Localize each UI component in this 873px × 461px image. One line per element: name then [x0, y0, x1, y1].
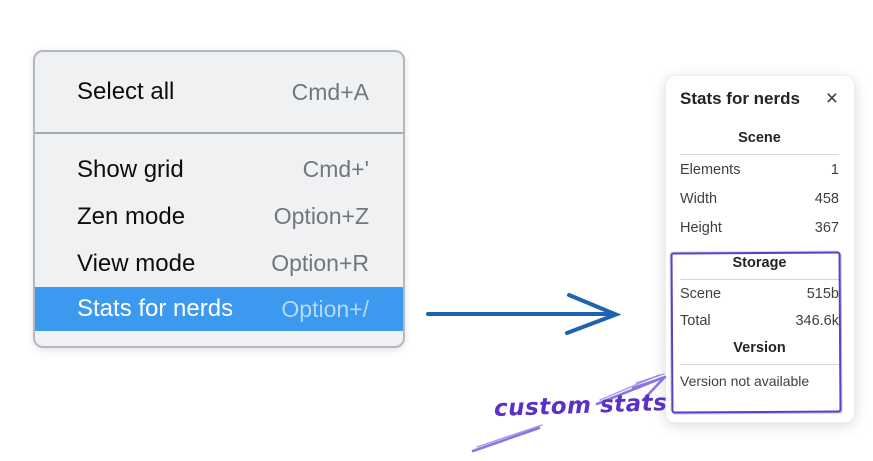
section-header-scene: Scene — [738, 130, 781, 146]
menu-item-label: Select all — [77, 78, 175, 105]
menu-separator — [35, 132, 403, 134]
stat-label: Elements — [680, 161, 741, 178]
section-divider — [680, 279, 839, 280]
close-icon[interactable]: × — [825, 87, 838, 110]
stat-value: 367 — [814, 219, 839, 236]
menu-item-shortcut: Option+/ — [281, 295, 369, 322]
stat-row-storage-total: Total 346.6k — [680, 307, 839, 334]
stat-label: Scene — [680, 285, 722, 302]
menu-item-shortcut: Cmd+A — [291, 78, 369, 105]
stats-panel-title: Stats for nerds — [680, 89, 800, 108]
section-header-version: Version — [733, 340, 786, 356]
context-menu: Select all Cmd+A Show grid Cmd+' Zen mod… — [33, 50, 405, 348]
menu-item-label: View mode — [77, 249, 196, 277]
menu-group: Show grid Cmd+' Zen mode Option+Z View m… — [35, 134, 403, 331]
stat-row-width: Width 458 — [680, 184, 839, 213]
stat-value: 458 — [814, 190, 839, 207]
flow-arrow — [426, 293, 622, 335]
stat-row-elements: Elements 1 — [680, 155, 839, 184]
version-note: Version not available — [680, 373, 810, 389]
custom-stats-arrow — [471, 373, 667, 453]
section-header-storage: Storage — [732, 255, 787, 271]
stats-panel: Stats for nerds × Scene Elements 1 Width… — [665, 75, 855, 423]
stat-label: Height — [680, 219, 722, 236]
stat-value: 346.6k — [795, 312, 839, 329]
menu-item-zen-mode[interactable]: Zen mode Option+Z — [35, 193, 403, 240]
stat-value: 515b — [806, 285, 839, 302]
menu-item-show-grid[interactable]: Show grid Cmd+' — [35, 146, 403, 193]
stats-panel-titlebar: Stats for nerds × — [680, 87, 839, 110]
menu-item-shortcut: Cmd+' — [302, 156, 369, 182]
menu-item-shortcut: Option+Z — [273, 203, 369, 229]
stat-label: Width — [680, 190, 718, 207]
menu-item-view-mode[interactable]: View mode Option+R — [35, 240, 403, 287]
menu-item-label: Stats for nerds — [77, 295, 234, 322]
stat-row-storage-scene: Scene 515b — [680, 280, 839, 307]
section-divider — [680, 154, 839, 155]
stat-row-height: Height 367 — [680, 213, 839, 242]
menu-item-label: Show grid — [77, 155, 184, 183]
menu-item-label: Zen mode — [77, 202, 186, 230]
custom-stats-label: custom stats — [493, 389, 668, 423]
menu-item-select-all[interactable]: Select all Cmd+A — [35, 52, 403, 132]
section-divider — [680, 364, 839, 365]
stat-value: 1 — [830, 161, 839, 178]
menu-item-shortcut: Option+R — [271, 250, 369, 276]
stat-label: Total — [680, 312, 711, 329]
menu-item-stats-for-nerds[interactable]: Stats for nerds Option+/ — [35, 287, 403, 331]
